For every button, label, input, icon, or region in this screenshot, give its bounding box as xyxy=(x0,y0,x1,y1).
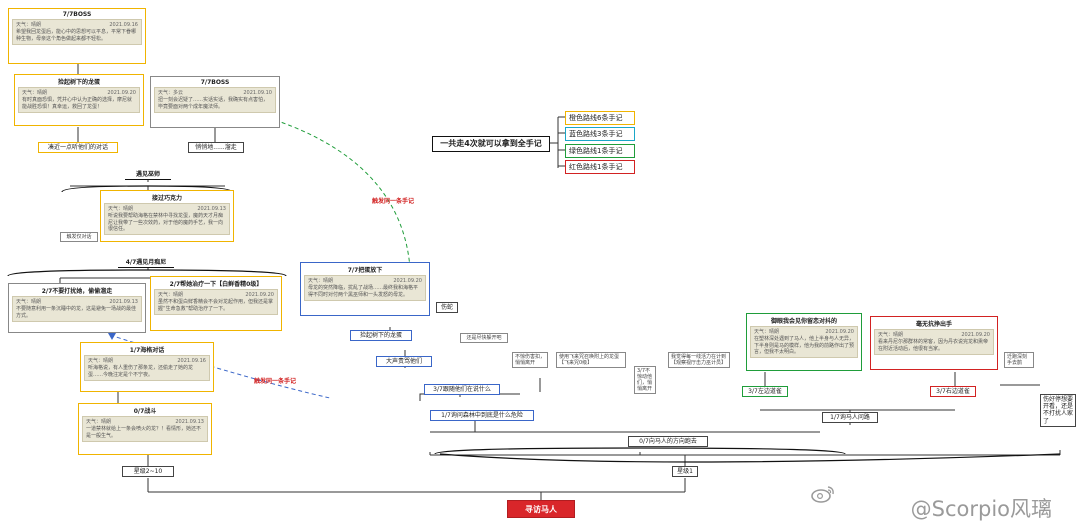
legend-red-route: 红色路线1条手记 xyxy=(565,160,635,174)
card-title: 接过巧克力 xyxy=(151,195,182,202)
note-body: 不要随意利用一条沉睡中的龙，这是避免一场战的最佳方式。 xyxy=(16,306,137,319)
note-body: 在塑林深处遇到了马人，他上半身与人无异，下半身则是马的模样，他为我的前路作出了预… xyxy=(754,336,855,355)
node-sneak-away[interactable]: 悄悄地......溜走 xyxy=(188,142,244,154)
journal-note: 天气：晴朗 2021.09.16 听海格说，有人重伤了那条龙，还偷走了她的龙蛋……… xyxy=(84,355,210,381)
journal-note: 天气：晴朗 2021.09.16 希望我回龙蛋后，能心中的思想可以平息，平常下眷哪… xyxy=(12,19,142,45)
journal-note: 天气：晴朗 2021.09.13 听说我要帮助海格在禁林中寻找龙蛋，魔药天才月痴尼… xyxy=(104,203,230,235)
journal-note: 天气：晴朗 2021.09.13 一道禁林就给上一条会喷火的龙？！看情形，她还不是… xyxy=(82,416,208,442)
card-centaur-prophecy[interactable]: 御眼我会见你留恋对抖的 天气：晴朗 2021.09.20 在塑林深处遇到了马人，他… xyxy=(746,313,862,371)
note-date: 2021.09.16 xyxy=(109,22,138,28)
watermark-text: @Scorpio风璃 xyxy=(910,497,1052,521)
card-pick-egg[interactable]: 捡起树下的龙蛋 天气：晴朗 2021.09.20 有时真面恐惧，凭并心中认为正确的… xyxy=(14,74,144,126)
branch-rating-2-10[interactable]: 星级2~10 xyxy=(122,466,174,478)
note-body: 希望我回龙蛋后，能心中的思想可以平息，平常下眷哪种生物，母亲这个角色做起来都不轻… xyxy=(16,29,137,42)
annotation-trigger-same-a: 触发同一条手记 xyxy=(372,198,415,205)
node-right-path[interactable]: 3/7右边道雀 xyxy=(930,386,976,398)
note-weather: 天气：晴朗 xyxy=(158,292,184,298)
note-body: 虽然不和蛋白鲜香精会不会对龙起作用，但我还是掌握“生命急救”帮助治疗了一下。 xyxy=(158,299,274,312)
note-date: 2021.09.20 xyxy=(107,90,136,96)
tag-observe: 我觉得每一线活力在计到【观察视厅击力巫计员】 xyxy=(668,352,730,368)
card-strike-resist[interactable]: 毫无抗挣出手 天气：晴朗 2021.09.20 看来丹尼尔那群林的常客，因为丹衣说… xyxy=(870,316,998,370)
journal-note: 天气：多云 2021.09.10 扭一刻会迟疑了……实话实话，我确实有点害怕，毕竟… xyxy=(154,87,276,113)
note-weather: 天气：晴朗 xyxy=(878,332,904,338)
note-weather: 天气：晴朗 xyxy=(88,358,114,364)
note-weather: 天气：晴朗 xyxy=(86,419,112,425)
branch-rating-1[interactable]: 星级1 xyxy=(672,466,698,478)
card-heal-her[interactable]: 2/7帮她治疗一下【白鲜香精0级】 天气：晴朗 2021.09.20 虽然不和蛋白… xyxy=(150,276,282,331)
tag-no-disturb: 3/7不惊动他们，悄悄离开 xyxy=(634,366,656,394)
legend-blue-route: 蓝色路线3条手记 xyxy=(565,127,635,141)
card-title: 御眼我会见你留恋对抖的 xyxy=(770,318,837,325)
note-date: 2021.09.13 xyxy=(197,206,226,212)
journal-note: 天气：晴朗 2021.09.20 在塑林深处遇到了马人，他上半身与人无异，下半身则… xyxy=(750,326,858,358)
node-injure-snake[interactable]: 伤蛇 xyxy=(436,302,458,314)
weibo-logo-icon xyxy=(811,486,834,503)
note-weather: 天气：晴朗 xyxy=(22,90,48,96)
note-date: 2021.09.20 xyxy=(825,329,854,335)
card-title: 7/7把蛋放下 xyxy=(347,267,383,274)
node-scold-them[interactable]: 大声责骂他们 xyxy=(376,356,432,368)
note-date: 2021.09.13 xyxy=(175,419,204,425)
legend-title: 一共走4次就可以拿到全手记 xyxy=(432,136,550,152)
note-date: 2021.09.20 xyxy=(245,292,274,298)
note-body: 母龙的突然降临，扰乱了战场……最终我和海格平得不同时对付两个黑巫师和一头发怒的母… xyxy=(308,285,419,298)
node-meet-moony[interactable]: 4/7遇见月痴尼 xyxy=(118,258,174,269)
note-weather: 天气：晴朗 xyxy=(308,278,334,284)
node-pick-egg-mid[interactable]: 捡起树下的龙蛋 xyxy=(350,330,412,342)
card-boss-1[interactable]: 7/7BOSS 天气：晴朗 2021.09.16 希望我回龙蛋后，能心中的思想可以… xyxy=(8,8,146,64)
card-title: 毫无抗挣出手 xyxy=(915,321,952,328)
note-weather: 天气：晴朗 xyxy=(16,299,42,305)
card-title: 1/7海格对话 xyxy=(129,347,165,354)
card-title: 2/7帮她治疗一下【白鲜香精0级】 xyxy=(169,281,263,288)
card-title: 2/7不要打扰她，偷偷溜走 xyxy=(41,288,113,295)
journal-note: 天气：晴朗 2021.09.20 看来丹尼尔那群林的常客，因为丹衣说完龙和熏帝在附… xyxy=(874,329,994,355)
node-run-to-centaur[interactable]: 0/7向马人的方向跑去 xyxy=(628,436,708,448)
legend-green-route: 绿色路线1条手记 xyxy=(565,144,635,158)
card-title: 7/7BOSS xyxy=(200,79,230,86)
tag-avoid-quickly: 还是尽快躲开吧 xyxy=(460,333,508,343)
node-meet-wizard[interactable]: 遇见巫师 xyxy=(125,170,171,181)
node-ask-centaur-way[interactable]: 1/7询马人问路 xyxy=(822,412,878,424)
card-take-chocolate[interactable]: 接过巧克力 天气：晴朗 2021.09.13 听说我要帮助海格在禁林中寻找龙蛋，魔… xyxy=(100,190,234,242)
legend-orange-route: 橙色路线6条手记 xyxy=(565,111,635,125)
card-leave-quietly[interactable]: 2/7不要打扰她，偷偷溜走 天气：晴朗 2021.09.13 不要随意利用一条沉睡… xyxy=(8,283,146,333)
note-weather: 天气：晴朗 xyxy=(754,329,780,335)
note-date: 2021.09.16 xyxy=(177,358,206,364)
journal-note: 天气：晴朗 2021.09.20 有时真面恐惧，凭并心中认为正确的选择，摩尼就能战… xyxy=(18,87,140,113)
tag-leave-silent: 不惊伤害扣，悄悄离开 xyxy=(512,352,548,368)
note-weather: 天气：晴朗 xyxy=(16,22,42,28)
node-ask-danger[interactable]: 1/7询问森林中到底是什么危险 xyxy=(430,410,534,422)
note-weather: 天气：多云 xyxy=(158,90,184,96)
note-body: 有时真面恐惧，凭并心中认为正确的选择，摩尼就能战胜恐惧！真幸运，救回了龙蛋！ xyxy=(22,97,133,110)
note-body: 看来丹尼尔那群林的常客，因为丹衣说完龙和熏帝在附近活动后，他很有当家。 xyxy=(878,339,989,352)
tag-accio-egg: 使用飞来咒召唤附上的龙蛋【飞来咒0级】 xyxy=(556,352,626,368)
tag-dialogue-only: 触发仅对话 xyxy=(60,232,98,242)
journal-note: 天气：晴朗 2021.09.13 不要随意利用一条沉睡中的龙，这是避免一场战的最佳… xyxy=(12,296,142,322)
note-body: 听说我要帮助海格在禁林中寻找龙蛋，魔药天才月痴尼让我带了一些次效药，对于他的魔药… xyxy=(108,213,224,232)
tag-flee-deep: 迁跑深刻手去鹊 xyxy=(1004,352,1034,368)
card-put-egg-down[interactable]: 7/7把蛋放下 天气：晴朗 2021.09.20 母龙的突然降临，扰乱了战场……最… xyxy=(300,262,430,316)
card-hagrid-talk[interactable]: 1/7海格对话 天气：晴朗 2021.09.16 听海格说，有人重伤了那条龙，还偷… xyxy=(80,342,214,392)
root-node[interactable]: 寻访马人 xyxy=(507,500,575,518)
note-date: 2021.09.13 xyxy=(109,299,138,305)
node-left-path[interactable]: 3/7左边道雀 xyxy=(742,386,788,398)
card-title: 7/7BOSS xyxy=(62,11,92,18)
node-listen-closer[interactable]: 凑近一点听他们的对话 xyxy=(38,142,118,154)
journal-note: 天气：晴朗 2021.09.20 母龙的突然降临，扰乱了战场……最终我和海格平得不… xyxy=(304,275,426,301)
card-boss-2[interactable]: 7/7BOSS 天气：多云 2021.09.10 扭一刻会迟疑了……实话实话，我确… xyxy=(150,76,280,128)
note-date: 2021.09.10 xyxy=(243,90,272,96)
card-fight[interactable]: 0/7战斗 天气：晴朗 2021.09.13 一道禁林就给上一条会喷火的龙？！看情… xyxy=(78,403,212,455)
note-body: 听海格说，有人重伤了那条龙，还偷走了她的龙蛋……今晚注定是个不宁夜。 xyxy=(88,365,194,378)
node-follow-them[interactable]: 3/7跟随他们在说什么 xyxy=(424,384,500,396)
note-date: 2021.09.20 xyxy=(393,278,422,284)
note-date: 2021.09.20 xyxy=(961,332,990,338)
card-title: 0/7战斗 xyxy=(133,408,157,415)
note-weather: 天气：晴朗 xyxy=(108,206,134,212)
node-dont-disturb[interactable]: 伤好停想要开看，还是不打扰人家了 xyxy=(1040,394,1076,427)
journal-note: 天气：晴朗 2021.09.20 虽然不和蛋白鲜香精会不会对龙起作用，但我还是掌握… xyxy=(154,289,278,315)
annotation-trigger-same-b: 触发同一条手记 xyxy=(254,378,297,385)
note-body: 扭一刻会迟疑了……实话实话，我确实有点害怕，毕竟要面对两个成年魔法师。 xyxy=(158,97,269,110)
note-body: 一道禁林就给上一条会喷火的龙？！看情形，她还不是一般生气。 xyxy=(86,426,202,439)
card-title: 捡起树下的龙蛋 xyxy=(57,79,100,86)
